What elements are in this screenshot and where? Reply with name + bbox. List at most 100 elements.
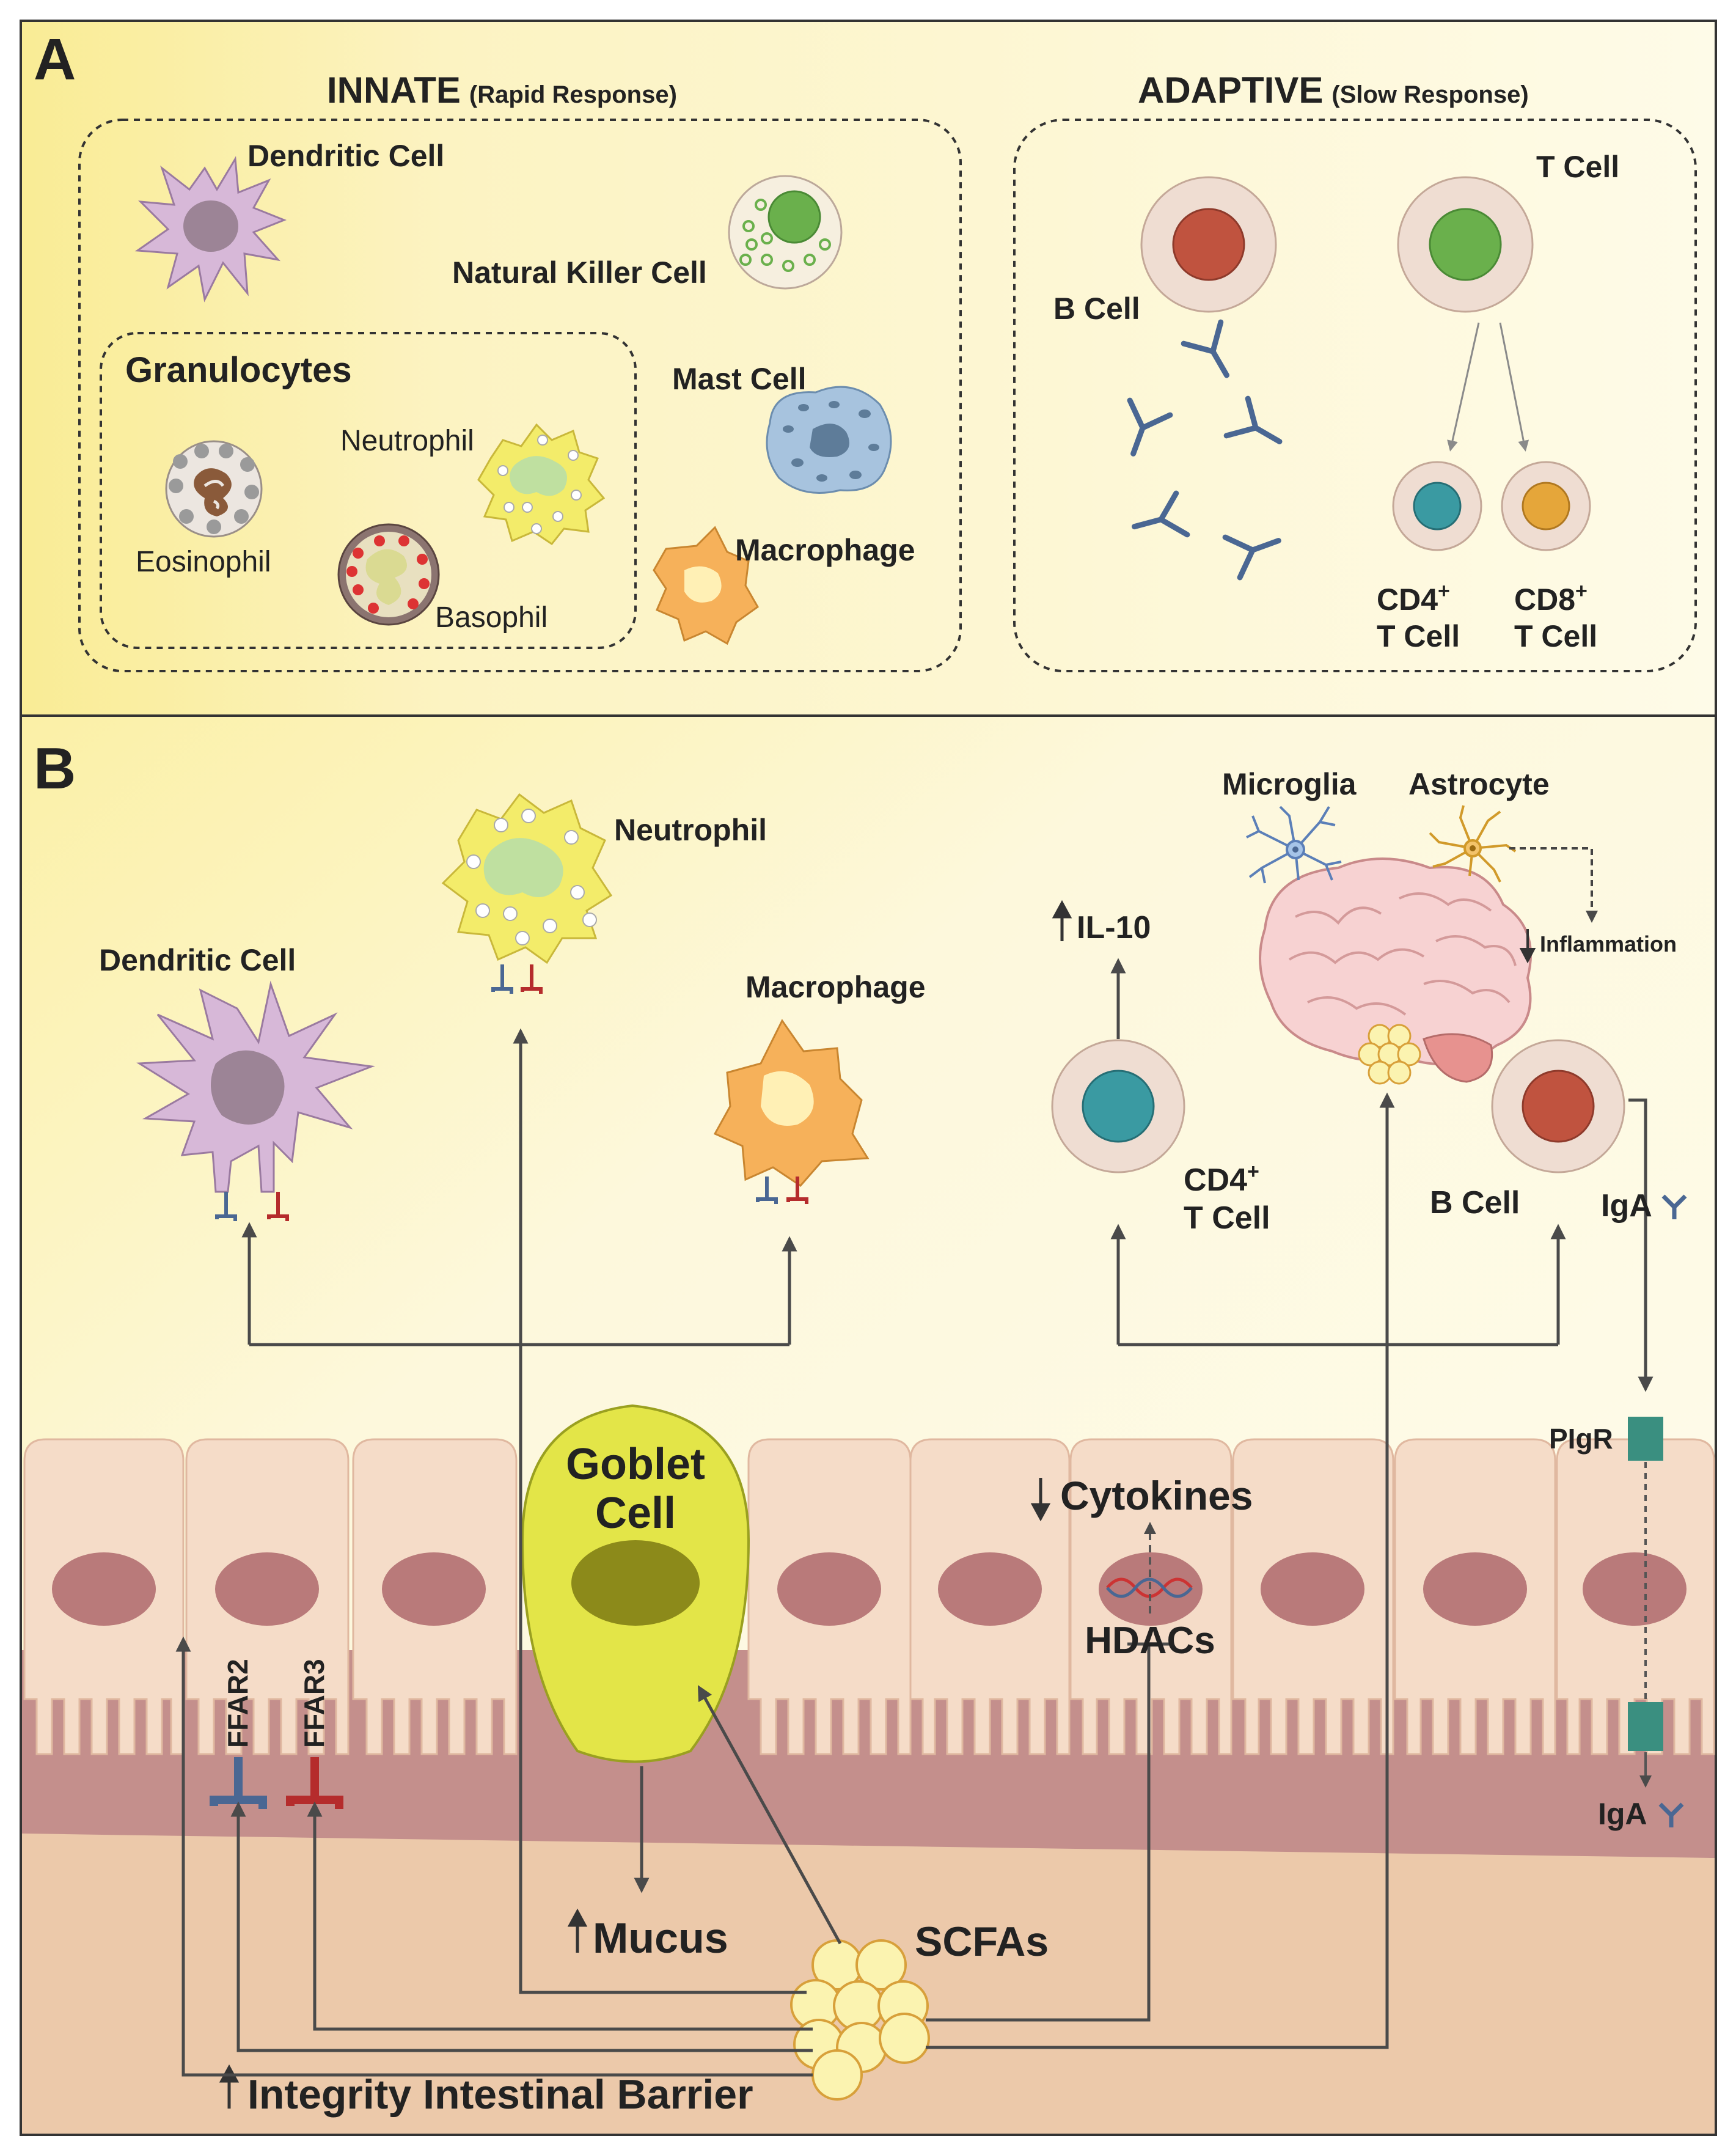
nk-cell-label: Natural Killer Cell [452,255,707,290]
dendritic-cell-a-label: Dendritic Cell [247,139,444,173]
eosinophil-icon [165,440,263,538]
hdacs-label: HDACs [1085,1620,1215,1662]
panel-a-letter: A [34,27,76,92]
barrier-label: Integrity Intestinal Barrier [247,2071,753,2118]
epithelium [23,1438,1715,1755]
t-cell-a-label: T Cell [1536,150,1619,184]
cd8-a-label-line2: T Cell [1514,619,1597,653]
dendritic-cell-b-icon [136,980,375,1193]
dendritic-cell-a-icon [134,156,287,303]
iga-top-label: IgA [1601,1188,1652,1224]
bcell-to-pigr-arrow [1628,1098,1654,1392]
lamina-propria-layer [22,1650,1715,1858]
cd4-a-label-line2: T Cell [1377,619,1460,653]
antibodies-icon [1127,319,1283,581]
il10-up-icon [1052,900,1072,941]
adaptive-box [1013,119,1697,672]
astrocyte-label: Astrocyte [1408,767,1550,801]
innate-title: INNATE(Rapid Response) [327,70,677,111]
scfa-to-hdac-line [926,1644,1151,2022]
b-cell-b-label: B Cell [1430,1185,1520,1221]
cd8-cell-a-icon [1501,461,1591,551]
cd4-b-label-line1: CD4+ [1184,1160,1259,1198]
neutrophil-b-icon [441,793,613,964]
t-to-cd4-arrow [1447,322,1480,452]
nk-cell-icon [728,175,843,290]
granulocytes-box [100,332,637,649]
macrophage-receptors-icon [756,1177,808,1204]
innate-box [78,119,962,672]
cd4-a-label-line1: CD4+ [1377,579,1450,617]
neutrophil-a-label: Neutrophil [340,425,474,457]
b-cell-a-label: B Cell [1053,292,1140,326]
dc-receptors-icon [215,1192,289,1221]
macrophage-b-icon [713,1019,870,1187]
mucus-label: Mucus [593,1914,728,1962]
pigr-bottom-icon [1628,1702,1663,1751]
iga-top-icon [1661,1194,1687,1219]
adaptive-group: ADAPTIVE(Slow Response) B Cell T C [1013,70,1697,672]
basophil-icon [337,523,440,626]
innate-cells-arrows [241,1222,797,1346]
brain-icon [1259,857,1532,1083]
panel-b: B [20,714,1717,2136]
astrocyte-icon [1429,805,1517,883]
panel-a-frame [20,20,1717,717]
microglia-icon [1246,806,1342,884]
panel-b-letter: B [34,736,76,801]
scfa-to-ffar3-arrow [307,1801,813,2031]
mucus-up-icon [567,1908,588,1953]
eosinophil-label: Eosinophil [136,546,271,578]
t-to-cd8-arrow [1499,322,1529,452]
scfa-to-neutrophil-arrow [513,1028,807,1994]
b-cell-b-icon [1491,1039,1625,1173]
cd4-cell-b-icon [1051,1039,1185,1173]
scfa-pathway-arrows [175,1028,1395,2077]
inflammation-label: Inflammation [1540,931,1677,956]
iga-bottom-icon [1658,1802,1684,1827]
scfa-to-ffar2-arrow [230,1801,813,2052]
neutrophil-a-icon [477,423,606,546]
basophil-label: Basophil [435,601,548,634]
dendritic-cell-b-label: Dendritic Cell [99,943,296,977]
macrophage-a-label: Macrophage [735,533,915,567]
goblet-label-line1: Goblet [566,1440,705,1489]
granulocytes-title: Granulocytes [125,350,352,390]
scfa-to-goblet-arrow [697,1685,842,1945]
ffar2-receptor-icon [210,1757,267,1809]
pigr-label: PIgR [1549,1423,1613,1455]
astrocyte-to-inflammation-arrow [1509,847,1598,923]
adaptive-title: ADAPTIVE(Slow Response) [1138,70,1529,111]
panel-a: A INNATE(Rapid Response) Dendritic Cell [20,20,1717,717]
ffar3-label: FFAR3 [298,1659,330,1748]
ffar2-label: FFAR2 [222,1659,254,1748]
goblet-cell-icon [521,1404,750,1763]
macrophage-b-label: Macrophage [745,970,926,1004]
il10-label: IL-10 [1077,910,1151,945]
iga-bottom-label: IgA [1598,1797,1647,1831]
cd4-b-label-line2: T Cell [1184,1200,1270,1236]
adaptive-cells-arrows [1110,1224,1566,1346]
mast-cell-label: Mast Cell [672,362,807,396]
cd4-cell-a-icon [1392,461,1482,551]
neutrophil-b-label: Neutrophil [614,813,767,847]
pigr-top-icon [1628,1417,1663,1461]
goblet-label-line2: Cell [595,1489,676,1538]
cytokines-label: Cytokines [1060,1473,1253,1518]
scfas-label: SCFAs [915,1918,1049,1965]
ffar3-receptor-icon [286,1757,343,1809]
neutrophil-receptors-icon [491,964,543,994]
cytokines-down-icon [1030,1478,1051,1522]
scfa-to-brain-arrow [926,1092,1395,2049]
innate-group: INNATE(Rapid Response) Dendritic Cell Na… [78,70,962,672]
inflammation-down-icon [1519,929,1536,964]
microglia-label: Microglia [1222,767,1357,801]
cd8-a-label-line1: CD8+ [1514,579,1588,617]
macrophage-a-icon [653,526,759,645]
scfa-cluster-icon [790,1939,930,2101]
mast-cell-icon [766,386,892,494]
b-cell-a-icon [1140,176,1277,313]
scfa-to-barrier-arrow [175,1636,813,2077]
t-cell-a-icon [1397,176,1534,313]
